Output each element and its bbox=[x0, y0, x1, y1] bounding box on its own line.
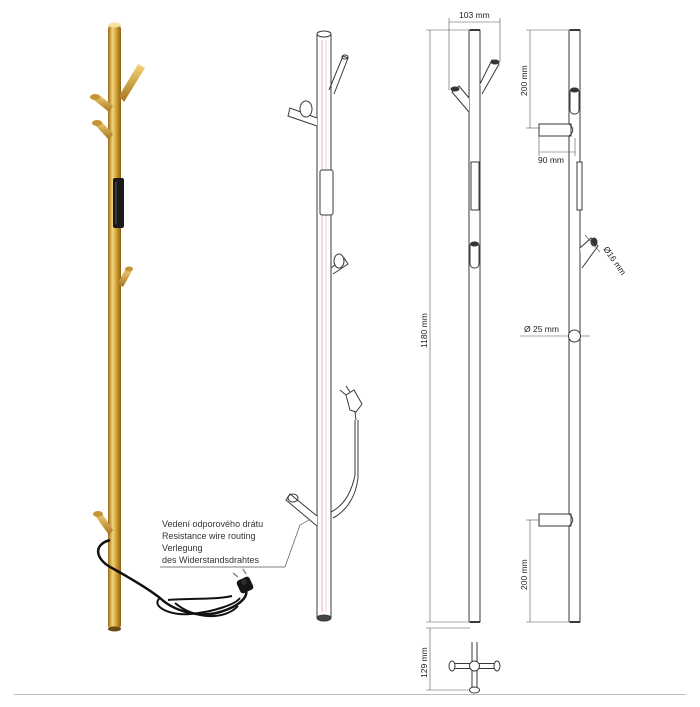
gold-main-bar bbox=[108, 24, 121, 630]
dim-bar-diameter: Ø 25 mm bbox=[524, 324, 559, 334]
dim-front-width: 103 mm bbox=[459, 10, 490, 20]
front-elevation-view bbox=[448, 29, 501, 694]
annotation-line-de-1: Verlegung bbox=[162, 543, 203, 553]
gold-hook-bottom bbox=[96, 512, 113, 535]
footer-divider bbox=[14, 694, 686, 695]
annotation-line-en: Resistance wire routing bbox=[162, 531, 256, 541]
side-elevation-view bbox=[538, 29, 599, 623]
gold-towel-rail-photo bbox=[90, 22, 254, 632]
power-cable bbox=[97, 538, 248, 616]
annotation-line-cz: Vedení odporového drátu bbox=[162, 519, 263, 529]
gold-top-cap bbox=[108, 22, 121, 28]
outline-hook-upper bbox=[299, 100, 313, 118]
power-plug bbox=[232, 568, 254, 594]
dim-base-depth: 129 mm bbox=[419, 647, 429, 678]
dim-top-spacing: 200 mm bbox=[519, 65, 529, 96]
dim-arm-length: 90 mm bbox=[538, 155, 564, 165]
control-module bbox=[113, 178, 124, 228]
outline-control-module bbox=[319, 169, 334, 216]
resistance-wire-annotation: Vedení odporového drátu Resistance wire … bbox=[160, 519, 310, 568]
annotation-line-de-2: des Widerstandsdrahtes bbox=[162, 555, 260, 565]
side-dimensions bbox=[520, 29, 601, 623]
dim-bottom-spacing: 200 mm bbox=[519, 559, 529, 590]
dim-arm-diameter: Ø16 mm bbox=[601, 244, 628, 276]
front-dimensions bbox=[426, 18, 501, 691]
dim-total-height: 1180 mm bbox=[419, 313, 429, 348]
outline-perspective-view bbox=[285, 30, 363, 622]
gold-hook-top-right bbox=[119, 64, 145, 102]
gold-hook-middle bbox=[118, 268, 132, 287]
